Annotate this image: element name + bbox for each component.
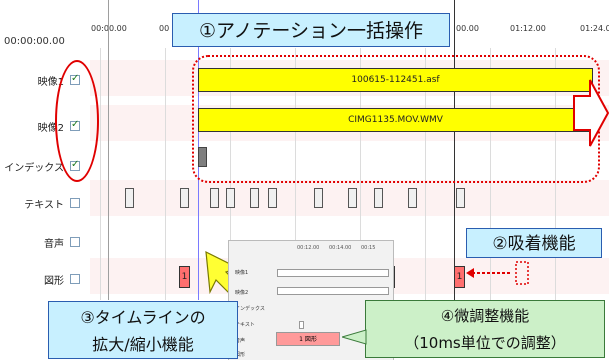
track-checkbox-text[interactable] — [70, 198, 80, 208]
fine-adjust-callout-line1: ④微調整機能 — [440, 307, 530, 325]
video2-clip[interactable]: CIMG1135.MOV.WMV — [198, 108, 593, 132]
snap-arrow-icon — [466, 261, 529, 285]
inset-label: 映像1 — [235, 270, 249, 276]
text-marker[interactable] — [314, 188, 323, 208]
text-marker[interactable] — [348, 188, 357, 208]
fine-adjust-callout: ④微調整機能 （10ms単位での調整） — [365, 300, 605, 358]
inset-label: 音声 — [235, 338, 246, 344]
playhead-line[interactable] — [108, 0, 109, 300]
text-marker[interactable] — [125, 188, 134, 208]
fine-adjust-pointer — [342, 329, 367, 345]
snap-callout: ②吸着機能 — [466, 228, 602, 258]
inset-shape-marker[interactable]: 1 図形 — [276, 332, 340, 346]
text-marker[interactable] — [408, 188, 417, 208]
batch-operation-callout: ①アノテーション一括操作 — [172, 13, 450, 47]
index-marker[interactable] — [198, 147, 207, 167]
inset-tick: 00:12.00 — [297, 245, 320, 251]
zoom-callout-line2: 拡大/縮小機能 — [92, 335, 194, 354]
inset-tick: 00:14.00 — [329, 245, 352, 251]
text-marker[interactable] — [374, 188, 383, 208]
ruler-tick: 01:24.0 — [580, 24, 609, 33]
ruler-tick: 00 — [159, 24, 170, 33]
inset-tick: 00:15 — [361, 245, 376, 251]
track-label-index: インデックス — [4, 163, 64, 174]
text-marker[interactable] — [180, 188, 189, 208]
track-checkbox-shape[interactable] — [70, 274, 80, 284]
text-marker[interactable] — [210, 188, 219, 208]
inset-label: 図形 — [235, 352, 246, 358]
checkbox-highlight-ellipse — [55, 60, 99, 182]
track-label-video1: 映像1 — [37, 77, 64, 88]
track-label-shape: 図形 — [44, 276, 64, 287]
fine-adjust-callout-line2: （10ms単位での調整） — [404, 334, 566, 352]
right-arrow-icon — [573, 79, 609, 147]
snap-line[interactable] — [454, 0, 455, 300]
zoom-callout: ③タイムラインの 拡大/縮小機能 — [48, 301, 238, 359]
ruler-tick: 01:12.00 — [510, 24, 546, 33]
text-marker[interactable] — [226, 188, 235, 208]
track-label-audio: 音声 — [44, 239, 64, 250]
track-label-text: テキスト — [24, 200, 64, 211]
inset-label: 映像2 — [235, 290, 249, 296]
text-marker[interactable] — [456, 188, 465, 208]
shape-marker[interactable]: 1 — [454, 266, 465, 288]
zoom-callout-line1: ③タイムラインの — [80, 308, 206, 327]
shape-marker[interactable]: 1 — [179, 266, 190, 288]
inset-label: テキスト — [235, 322, 255, 328]
ruler-tick: 00.00 — [456, 24, 479, 33]
text-marker[interactable] — [268, 188, 277, 208]
inset-label: インデックス — [235, 306, 265, 312]
track-label-video2: 映像2 — [37, 123, 64, 134]
time-readout: 00:00:00.00 — [4, 36, 65, 47]
track-checkbox-audio[interactable] — [70, 237, 80, 247]
video1-clip[interactable]: 100615-112451.asf — [198, 68, 593, 92]
text-marker[interactable] — [250, 188, 259, 208]
batch-selection-outline — [192, 55, 600, 183]
